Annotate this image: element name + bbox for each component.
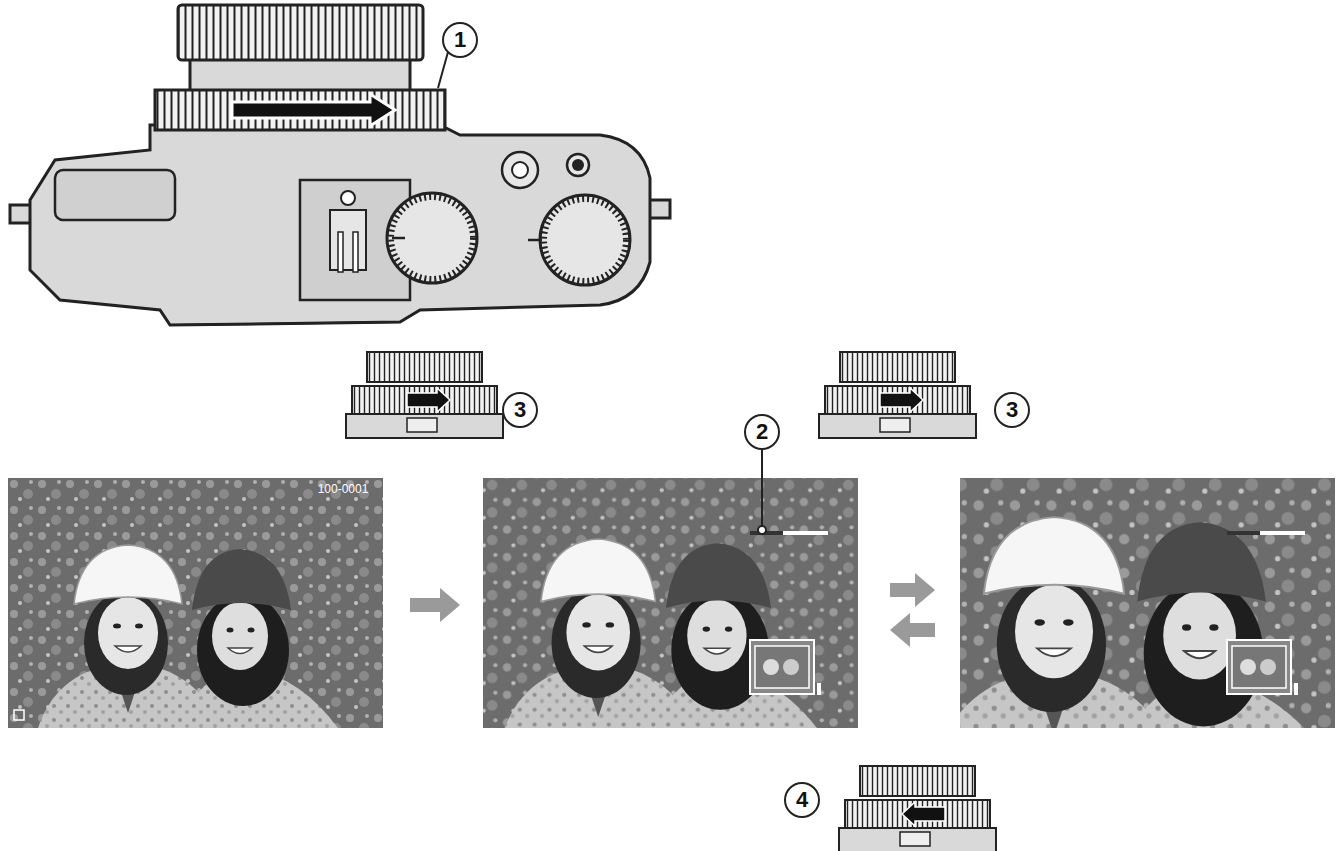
frame-number: 100-0001 — [318, 483, 369, 495]
callout-number: 3 — [514, 399, 526, 421]
callout-number: 4 — [796, 789, 808, 811]
callout-number: 3 — [1006, 399, 1018, 421]
callout-number: 1 — [454, 29, 466, 51]
callout-number: 2 — [756, 421, 768, 443]
